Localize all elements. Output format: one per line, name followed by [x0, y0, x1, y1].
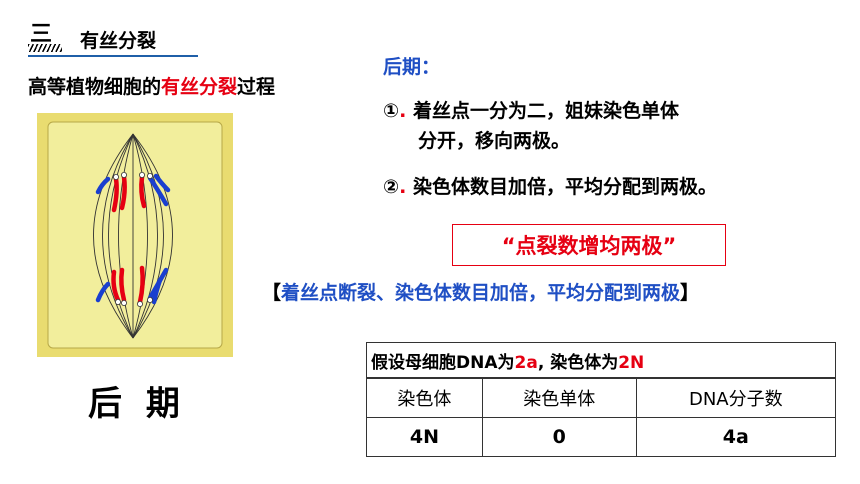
dna-chromosome-table: 假设母细胞DNA为2a, 染色体为2N 染色体 染色单体 DNA分子数 4N 0… [366, 342, 837, 457]
column-header-chromosome: 染色体 [366, 377, 483, 418]
assumption-dna: DNA为 [456, 352, 515, 373]
section-title: 有丝分裂 [80, 30, 157, 52]
value-chromosome: 4N [366, 417, 483, 457]
chromosome-upper-6 [153, 173, 171, 193]
lower-chromosome-group [95, 265, 169, 305]
point-2-marker: ② [383, 176, 400, 198]
point-1-line-1: ①. 着丝点一分为二，姐妹染色单体 [383, 96, 679, 126]
assumption-prefix: 假设母细胞 [371, 352, 456, 373]
chromosome-upper-2 [111, 176, 119, 213]
subtitle-suffix: 过程 [237, 76, 276, 98]
value-dna-count: 4a [635, 417, 837, 457]
chromosome-upper-3 [119, 174, 127, 211]
column-header-dna-count: DNA分子数 [635, 377, 837, 418]
table-assumption-row: 假设母细胞DNA为2a, 染色体为2N [366, 342, 836, 379]
assumption-mid: , 染色体为 [537, 352, 619, 373]
column-header-chromatid: 染色单体 [481, 377, 637, 418]
lower-centromeres [115, 296, 154, 307]
point-1-dot: . [399, 100, 407, 122]
chromosome-lower-6 [151, 277, 163, 305]
assumption-chromosome-value: 2N [618, 352, 645, 373]
subtitle: 高等植物细胞的有丝分裂过程 [28, 72, 275, 99]
point-2-text: 染色体数目加倍，平均分配到两极。 [412, 176, 717, 198]
point-2-dot: . [399, 176, 407, 198]
summary-text: 着丝点断裂、染色体数目加倍，平均分配到两极 [281, 282, 681, 304]
mnemonic-text: “点裂数增均两极” [501, 234, 677, 258]
summary-close-bracket: 】 [680, 282, 700, 304]
chromosome-upper-1 [95, 176, 111, 195]
assumption-dna-value: 2a [514, 352, 538, 373]
subtitle-highlight: 有丝分裂 [161, 76, 238, 98]
chromosome-lower-4 [137, 265, 145, 305]
anaphase-cell-illustration [37, 113, 233, 357]
phase-heading: 后期： [383, 56, 441, 78]
summary-line: 【着丝点断裂、染色体数目加倍，平均分配到两极】 [262, 278, 699, 305]
point-1-marker: ① [383, 100, 400, 122]
section-hatch-decoration [28, 44, 62, 52]
point-2: ②. 染色体数目加倍，平均分配到两极。 [383, 172, 717, 202]
chromosome-upper-4 [139, 174, 147, 209]
section-number: 三 [30, 22, 53, 47]
point-1-line-2: 分开，移向两极。 [418, 130, 571, 152]
spindle-fibers [93, 133, 173, 339]
summary-open-bracket: 【 [262, 282, 282, 304]
value-chromatid: 0 [481, 417, 637, 457]
upper-chromosome-group [95, 173, 171, 213]
phase-caption: 后 期 [88, 384, 186, 424]
upper-centromeres [113, 172, 154, 181]
chromosome-lower-3 [119, 267, 127, 303]
section-underline [28, 55, 198, 57]
cell-membrane [47, 121, 223, 349]
chromosome-lower-2 [111, 269, 121, 303]
subtitle-prefix: 高等植物细胞的 [28, 76, 162, 98]
mnemonic-box: “点裂数增均两极” [452, 224, 726, 266]
chromosome-lower-1 [95, 281, 111, 303]
point-1-text: 着丝点一分为二，姐妹染色单体 [412, 100, 679, 122]
chromosome-upper-5 [147, 175, 169, 207]
